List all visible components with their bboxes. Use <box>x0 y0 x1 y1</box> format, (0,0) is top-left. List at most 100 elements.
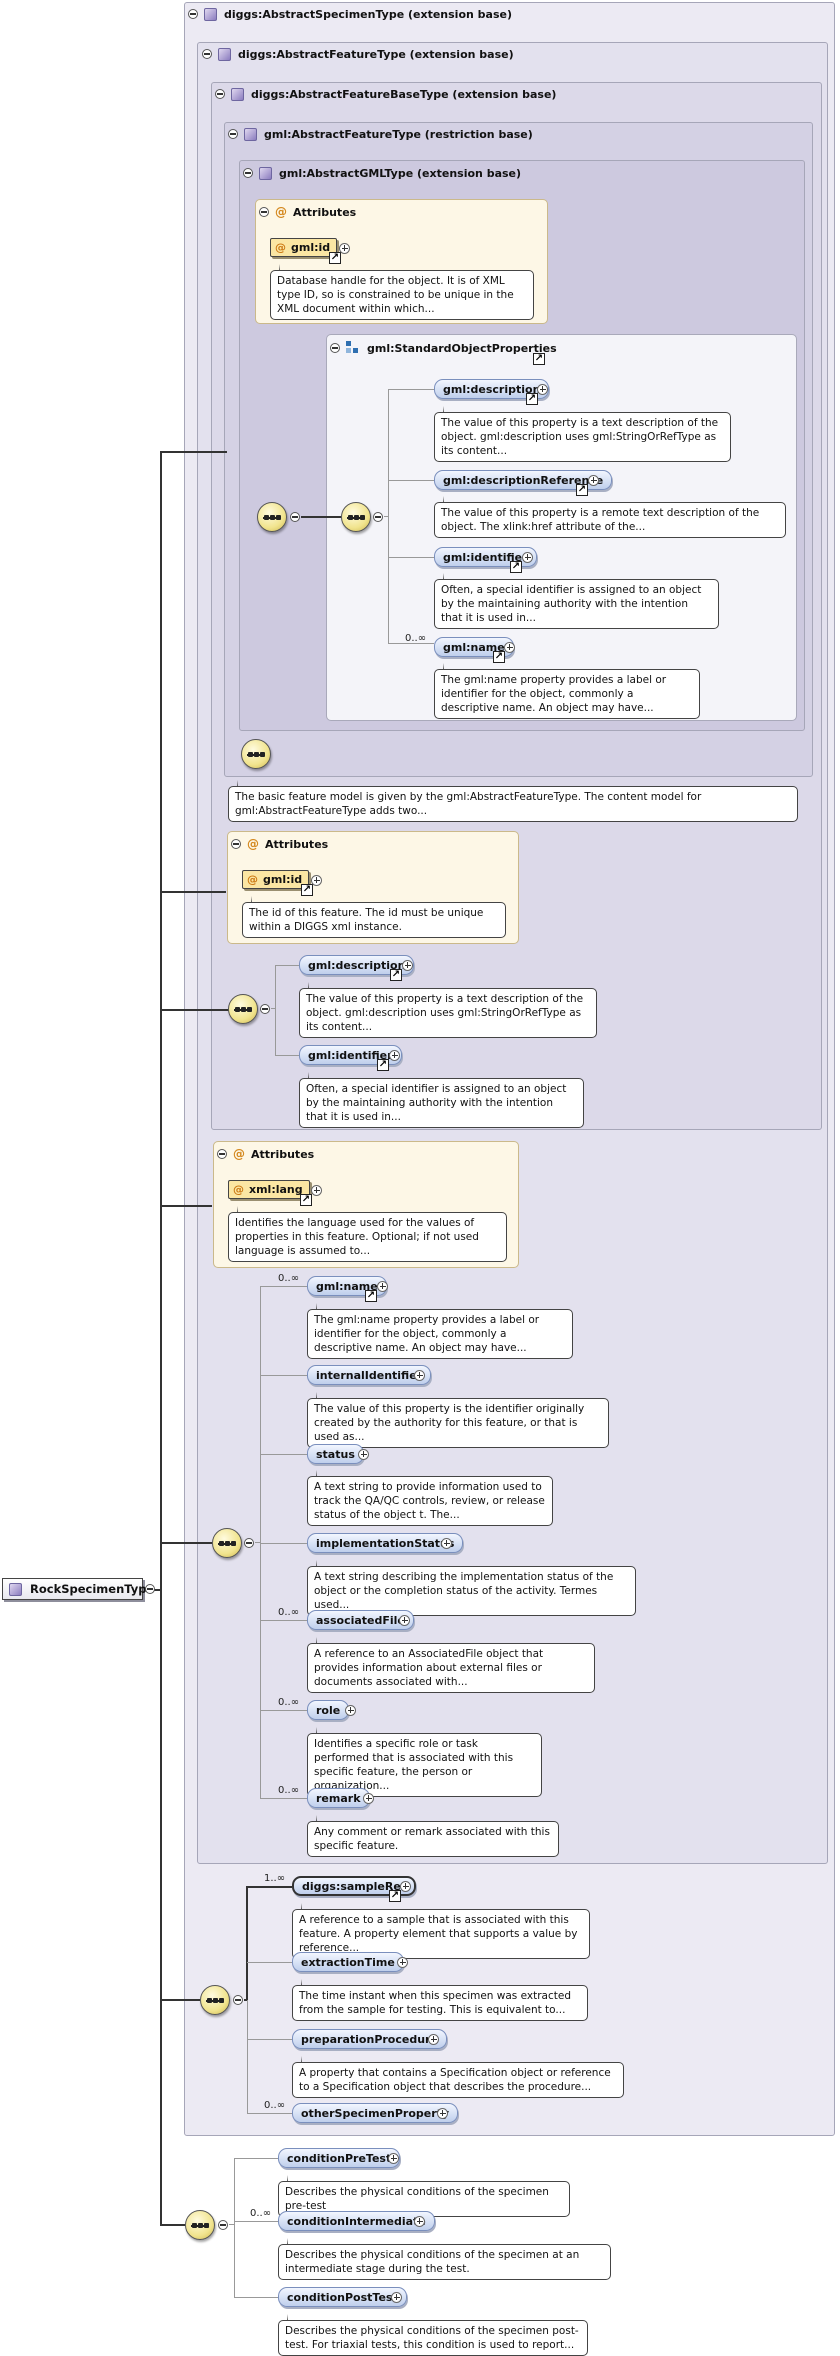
reference-arrow-icon[interactable]: ↗ <box>493 651 505 663</box>
collapse-toggle-icon[interactable] <box>373 512 383 522</box>
element-preparation-procedure[interactable]: preparationProcedure <box>292 2029 447 2049</box>
root-element-rock-specimen-type[interactable]: RockSpecimenType <box>2 1578 154 1600</box>
collapse-toggle-icon[interactable] <box>243 168 253 178</box>
connector <box>260 1710 307 1711</box>
collapse-toggle-icon[interactable] <box>145 1584 155 1594</box>
collapse-toggle-icon[interactable] <box>290 512 300 522</box>
element-other-specimen-property[interactable]: otherSpecimenProperty <box>292 2103 459 2123</box>
collapse-toggle-icon[interactable] <box>233 1995 243 2005</box>
group-label: gml:StandardObjectProperties <box>367 341 557 355</box>
element-condition-intermediate[interactable]: conditionIntermediate <box>278 2211 435 2231</box>
reference-arrow-icon[interactable]: ↗ <box>301 884 313 896</box>
expand-plus-icon[interactable] <box>311 875 322 886</box>
expand-plus-icon[interactable] <box>400 1881 411 1892</box>
expand-plus-icon[interactable] <box>537 384 548 395</box>
collapse-toggle-icon[interactable] <box>244 1538 254 1548</box>
expand-plus-icon[interactable] <box>311 1185 322 1196</box>
collapse-toggle-icon[interactable] <box>218 2220 228 2230</box>
collapse-toggle-icon[interactable] <box>259 207 269 217</box>
element-gml-description-reference[interactable]: gml:descriptionReference <box>434 470 613 490</box>
sequence-compositor-icon[interactable] <box>257 502 287 532</box>
collapse-toggle-icon[interactable] <box>330 343 340 353</box>
reference-arrow-icon[interactable]: ↗ <box>510 561 522 573</box>
reference-arrow-icon[interactable]: ↗ <box>300 1194 312 1206</box>
sequence-compositor-icon[interactable] <box>341 502 371 532</box>
expand-plus-icon[interactable] <box>388 2153 399 2164</box>
collapse-toggle-icon[interactable] <box>188 9 198 19</box>
element-gml-description[interactable]: gml:description <box>434 379 550 399</box>
occurrence-label: 0..∞ <box>264 2100 286 2111</box>
element-implementation-status[interactable]: implementationStatus <box>307 1533 464 1553</box>
expand-plus-icon[interactable] <box>345 1705 356 1716</box>
element-role[interactable]: role <box>307 1700 350 1720</box>
documentation-note: A reference to a sample that is associat… <box>292 1903 590 1959</box>
attributes-header: @ Attributes <box>217 1145 314 1163</box>
documentation-note: Identifies the language used for the val… <box>228 1206 507 1262</box>
expand-plus-icon[interactable] <box>437 2108 448 2119</box>
expand-plus-icon[interactable] <box>428 2034 439 2045</box>
abstract-feature-type-header: diggs:AbstractFeatureType (extension bas… <box>202 45 514 63</box>
element-remark[interactable]: remark <box>307 1788 370 1808</box>
collapse-toggle-icon[interactable] <box>231 839 241 849</box>
element-condition-pre-test[interactable]: conditionPreTest <box>278 2148 401 2168</box>
expand-plus-icon[interactable] <box>441 1538 452 1549</box>
expand-plus-icon[interactable] <box>402 960 413 971</box>
element-name: gml:descriptionReference <box>443 473 604 487</box>
expand-plus-icon[interactable] <box>588 475 599 486</box>
expand-plus-icon[interactable] <box>339 243 350 254</box>
attributes-label: Attributes <box>251 1147 315 1161</box>
reference-arrow-icon[interactable]: ↗ <box>377 1059 389 1071</box>
reference-arrow-icon[interactable]: ↗ <box>329 252 341 264</box>
element-gml-description[interactable]: gml:description <box>299 955 415 975</box>
occurrence-label: 0..∞ <box>278 1607 300 1618</box>
expand-plus-icon[interactable] <box>389 1050 400 1061</box>
connector <box>247 2113 292 2114</box>
collapse-toggle-icon[interactable] <box>260 1004 270 1014</box>
reference-arrow-icon[interactable]: ↗ <box>365 1290 377 1302</box>
connector <box>165 1205 212 1207</box>
element-associated-file[interactable]: associatedFile <box>307 1610 414 1630</box>
sequence-compositor-icon[interactable] <box>200 1985 230 2015</box>
sequence-compositor-icon[interactable] <box>212 1528 242 1558</box>
reference-arrow-icon[interactable]: ↗ <box>533 353 545 365</box>
attribute-gml-id[interactable]: @gml:id <box>242 870 310 889</box>
complex-type-icon <box>244 127 257 141</box>
collapse-toggle-icon[interactable] <box>202 49 212 59</box>
expand-plus-icon[interactable] <box>504 642 515 653</box>
attribute-gml-id[interactable]: @gml:id <box>270 238 338 257</box>
element-status[interactable]: status <box>307 1444 364 1464</box>
box-title: diggs:AbstractFeatureBaseType (extension… <box>251 87 557 101</box>
attribute-icon: @ <box>247 837 259 851</box>
expand-plus-icon[interactable] <box>522 552 533 563</box>
sequence-compositor-icon[interactable] <box>228 994 258 1024</box>
reference-arrow-icon[interactable]: ↗ <box>526 393 538 405</box>
element-condition-post-test[interactable]: conditionPostTest <box>278 2287 407 2307</box>
element-diggs-sample-ref[interactable]: diggs:sampleRef <box>292 1876 416 1896</box>
collapse-toggle-icon[interactable] <box>217 1149 227 1159</box>
expand-plus-icon[interactable] <box>391 2292 402 2303</box>
element-name: extractionTime <box>301 1955 395 1969</box>
expand-plus-icon[interactable] <box>414 2216 425 2227</box>
element-internal-identifier[interactable]: internalIdentifier <box>307 1365 432 1385</box>
expand-plus-icon[interactable] <box>363 1793 374 1804</box>
connector <box>384 516 388 517</box>
reference-arrow-icon[interactable]: ↗ <box>576 484 588 496</box>
expand-plus-icon[interactable] <box>399 1615 410 1626</box>
element-name: gml:description <box>308 958 406 972</box>
reference-arrow-icon[interactable]: ↗ <box>390 969 402 981</box>
collapse-toggle-icon[interactable] <box>228 129 238 139</box>
expand-plus-icon[interactable] <box>414 1370 425 1381</box>
attribute-icon: @ <box>233 1147 245 1161</box>
sequence-compositor-icon[interactable] <box>241 739 271 769</box>
reference-arrow-icon[interactable]: ↗ <box>389 1890 401 1902</box>
element-gml-identifier[interactable]: gml:identifier <box>299 1045 402 1065</box>
collapse-toggle-icon[interactable] <box>215 89 225 99</box>
sequence-compositor-icon[interactable] <box>185 2210 215 2240</box>
element-extraction-time[interactable]: extractionTime <box>292 1952 404 1972</box>
expand-plus-icon[interactable] <box>358 1449 369 1460</box>
occurrence-label: 0..∞ <box>278 1785 300 1796</box>
element-name: status <box>316 1447 355 1461</box>
expand-plus-icon[interactable] <box>397 1957 408 1968</box>
expand-plus-icon[interactable] <box>377 1281 388 1292</box>
attribute-xml-lang[interactable]: @xml:lang <box>228 1180 310 1199</box>
